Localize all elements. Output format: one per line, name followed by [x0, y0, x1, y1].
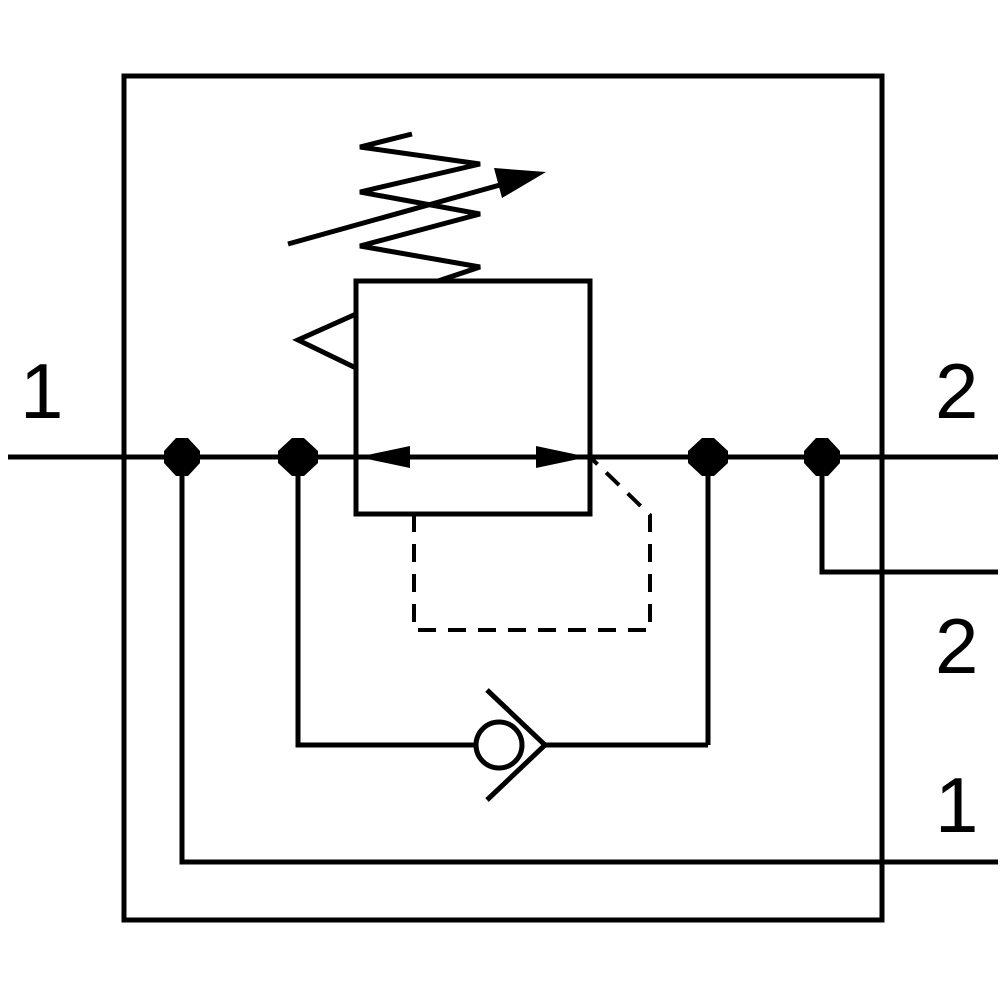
check-valve-icon	[473, 688, 549, 802]
junction-dot	[164, 438, 200, 476]
junction-dot	[278, 438, 318, 476]
pilot-dashed-line	[412, 455, 652, 632]
junction-dot	[688, 438, 728, 476]
spring-icon	[359, 131, 481, 284]
bypass-line-port-1	[179, 457, 998, 865]
regulator-valve-body	[353, 278, 593, 517]
gauge-line-port-2	[819, 457, 998, 575]
right-arrow-icon	[536, 446, 588, 468]
port-label-inlet: 1	[20, 347, 63, 435]
left-arrow-icon	[358, 446, 410, 468]
junction-dot	[804, 438, 840, 476]
check-valve-branch-line	[295, 457, 476, 748]
component-enclosure	[121, 73, 885, 923]
port-label-gauge-outlet: 2	[935, 602, 978, 690]
adjustment-arrow-icon	[287, 168, 546, 247]
port-label-outlet: 2	[935, 347, 978, 435]
pilot-triangle-icon	[292, 311, 358, 371]
port-label-bypass: 1	[935, 761, 978, 849]
